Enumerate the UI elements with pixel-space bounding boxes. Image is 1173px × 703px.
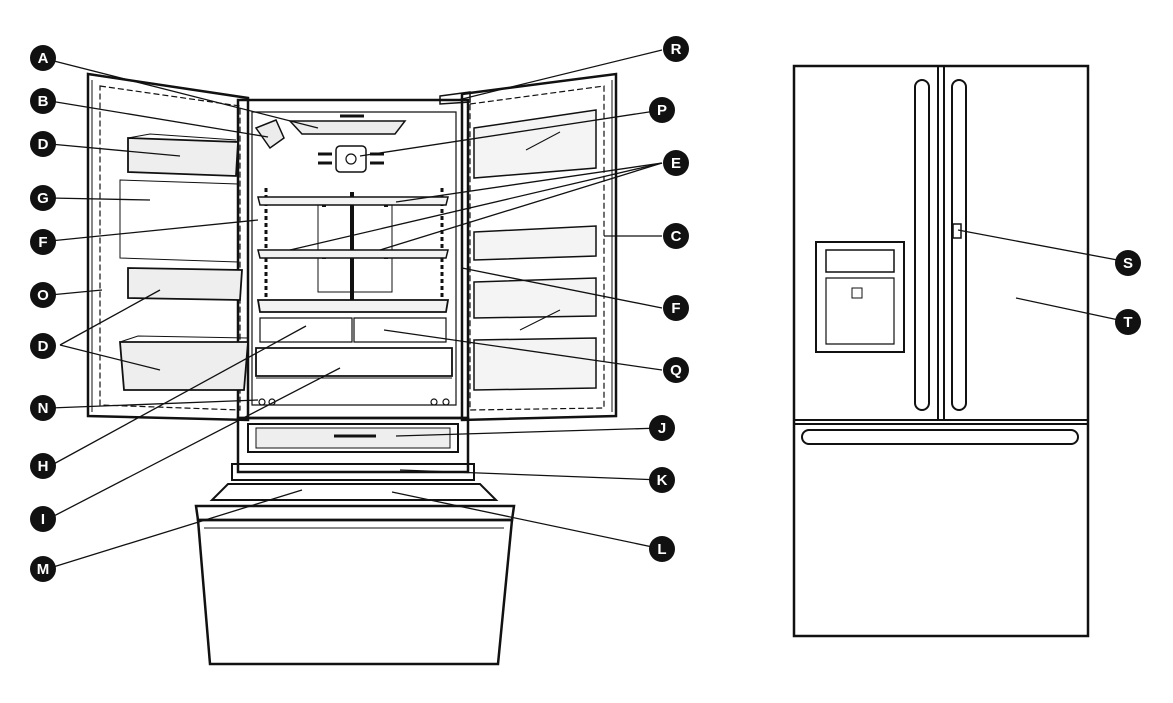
closed-refrigerator — [792, 64, 1090, 638]
callout-b: B — [30, 88, 56, 114]
svg-text:O: O — [37, 287, 49, 304]
leader-d3 — [59, 344, 161, 371]
svg-text:D: D — [38, 338, 49, 355]
leader-e1 — [395, 162, 663, 203]
svg-text:H: H — [38, 458, 49, 475]
svg-text:B: B — [38, 93, 49, 110]
svg-text:N: N — [38, 400, 49, 417]
svg-text:C: C — [671, 228, 682, 245]
svg-text:K: K — [657, 472, 668, 489]
leader-l — [391, 491, 663, 550]
leader-j — [395, 427, 663, 437]
callout-o: O — [30, 282, 56, 308]
svg-text:P: P — [657, 102, 667, 119]
leader-h — [49, 325, 307, 467]
callout-f-right: F — [663, 295, 689, 321]
callout-n: N — [30, 395, 56, 421]
callout-t: T — [1115, 309, 1141, 335]
left-door — [86, 72, 285, 422]
leader-a — [49, 59, 319, 129]
callout-s: S — [1115, 250, 1141, 276]
svg-text:J: J — [658, 420, 666, 437]
leader-f-right — [461, 267, 663, 309]
leader-b — [49, 100, 269, 138]
svg-text:D: D — [38, 136, 49, 153]
svg-text:T: T — [1123, 314, 1132, 331]
right-door — [439, 72, 618, 422]
svg-text:I: I — [41, 511, 45, 528]
leader-m — [49, 489, 303, 569]
leader-d2 — [59, 289, 161, 346]
leader-s — [957, 229, 1129, 263]
callout-h: H — [30, 453, 56, 479]
leader-p — [359, 109, 663, 157]
leader-t — [1015, 297, 1129, 323]
leader-g — [49, 197, 151, 201]
callout-e: E — [663, 150, 689, 176]
leader-i — [49, 367, 341, 519]
svg-text:E: E — [671, 155, 681, 172]
leader-e3 — [379, 162, 663, 251]
callout-m: M — [30, 556, 56, 582]
callout-l: L — [649, 536, 675, 562]
callout-d-bottom: D — [30, 333, 56, 359]
callout-i: I — [30, 506, 56, 532]
fresh-food-cabinet — [236, 98, 470, 420]
callout-r: R — [663, 36, 689, 62]
callout-j: J — [649, 415, 675, 441]
svg-text:F: F — [671, 300, 680, 317]
svg-text:S: S — [1123, 255, 1133, 272]
leader-e2 — [289, 162, 663, 251]
callout-g: G — [30, 185, 56, 211]
svg-text:L: L — [657, 541, 666, 558]
svg-text:F: F — [38, 234, 47, 251]
open-refrigerator — [86, 72, 618, 666]
svg-text:A: A — [38, 50, 49, 67]
svg-text:Q: Q — [670, 362, 682, 379]
leader-f-left — [49, 219, 259, 242]
callout-d-top: D — [30, 131, 56, 157]
svg-text:R: R — [671, 41, 682, 58]
svg-text:M: M — [37, 561, 50, 578]
callout-p: P — [649, 97, 675, 123]
leader-k — [399, 469, 663, 481]
callout-q: Q — [663, 357, 689, 383]
leader-q — [383, 329, 663, 371]
callout-k: K — [649, 467, 675, 493]
callout-a: A — [30, 45, 56, 71]
callout-c: C — [663, 223, 689, 249]
leader-o — [49, 289, 103, 296]
leader-n — [49, 399, 259, 409]
leader-d1 — [49, 143, 181, 157]
callout-f-left: F — [30, 229, 56, 255]
leader-lines — [49, 49, 1129, 569]
freezer-section — [194, 416, 516, 666]
svg-text:G: G — [37, 190, 49, 207]
leader-r — [457, 49, 663, 101]
